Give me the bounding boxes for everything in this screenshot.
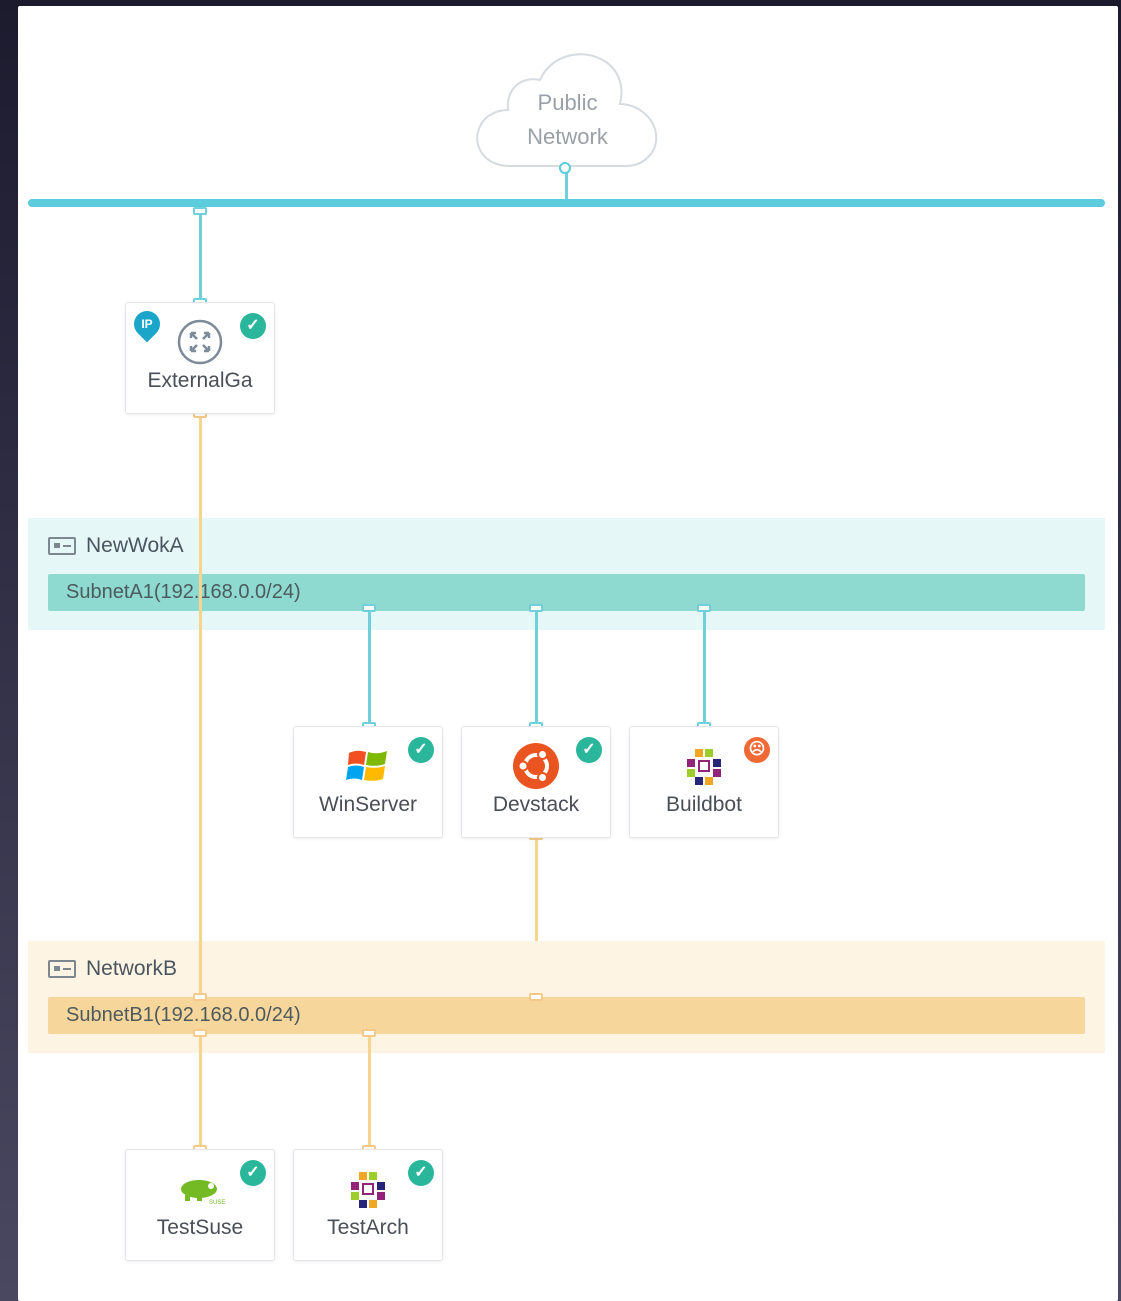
suse-icon: SUSE — [181, 1180, 225, 1206]
svg-text:SUSE: SUSE — [209, 1200, 225, 1206]
status-ok-icon: ✓ — [408, 1160, 434, 1186]
testarch-link — [368, 1033, 371, 1151]
instance-label: TestSuse — [156, 1216, 244, 1239]
status-ok-icon: ✓ — [576, 737, 602, 763]
instance-label: WinServer — [318, 793, 418, 816]
router-link-overlay-a — [199, 518, 202, 630]
network-a[interactable]: NewWokA SubnetA1(192.168.0.0/24) — [28, 518, 1105, 630]
testsuse-link — [199, 1033, 202, 1151]
testarch-port-top — [362, 1029, 376, 1037]
buildbot-port-top — [697, 604, 711, 612]
public-network-bar[interactable] — [28, 199, 1105, 207]
ubuntu-icon — [513, 743, 559, 789]
network-b-name: NetworkB — [86, 957, 178, 980]
subnet-a1-bar[interactable]: SubnetA1(192.168.0.0/24) — [48, 574, 1085, 611]
ip-badge: IP — [128, 305, 166, 343]
instance-devstack[interactable]: ✓ Devstack — [461, 726, 611, 838]
centos-icon — [687, 749, 721, 785]
buildbot-link — [703, 608, 706, 728]
status-ok-icon: ✓ — [240, 1160, 266, 1186]
router-port-subnetb — [193, 993, 207, 1001]
devstack-port-top — [529, 604, 543, 612]
devstack-networkb-link — [535, 836, 538, 996]
instance-label: TestArch — [327, 1216, 409, 1239]
router-public-link — [199, 210, 202, 304]
network-b-title: NetworkB — [48, 957, 177, 981]
status-ok-icon: ✓ — [408, 737, 434, 763]
router-node-externalga[interactable]: IP ✓ ExternalGa — [125, 302, 275, 414]
windows-icon — [346, 750, 387, 781]
public-network-line2: Network — [527, 124, 608, 149]
network-b[interactable]: NetworkB SubnetB1(192.168.0.0/24) — [28, 941, 1105, 1053]
network-icon — [48, 537, 76, 555]
testsuse-port-top — [193, 1029, 207, 1037]
network-icon — [48, 960, 76, 978]
public-network-cloud[interactable] — [470, 48, 665, 178]
router-public-port-top — [193, 207, 207, 215]
winserver-port-top — [362, 604, 376, 612]
router-link-overlay-b — [199, 941, 202, 997]
instance-testarch[interactable]: ✓ TestArch — [293, 1149, 443, 1261]
winserver-link — [368, 608, 371, 728]
router-label: ExternalGa — [147, 369, 253, 392]
router-networkb-link — [199, 414, 202, 1151]
network-a-name: NewWokA — [86, 534, 184, 557]
cloud-connector — [565, 170, 568, 200]
status-ok-icon: ✓ — [240, 313, 266, 339]
cloud-port — [559, 162, 571, 174]
subnet-b1-bar[interactable]: SubnetB1(192.168.0.0/24) — [48, 997, 1085, 1034]
instance-winserver[interactable]: ✓ WinServer — [293, 726, 443, 838]
instance-testsuse[interactable]: SUSE ✓ TestSuse — [125, 1149, 275, 1261]
instance-label: Devstack — [492, 793, 580, 816]
network-a-title: NewWokA — [48, 534, 184, 558]
public-network-line1: Public — [537, 90, 598, 115]
status-warn-icon: ☹ — [744, 737, 770, 763]
router-icon — [177, 319, 223, 365]
devstack-link — [535, 608, 538, 728]
instance-label: Buildbot — [666, 793, 742, 816]
centos-icon — [351, 1172, 385, 1208]
devstack-port-subnetb — [529, 993, 543, 1001]
instance-buildbot[interactable]: ☹ Buildbot — [629, 726, 779, 838]
public-network-label: Public Network — [475, 86, 660, 154]
